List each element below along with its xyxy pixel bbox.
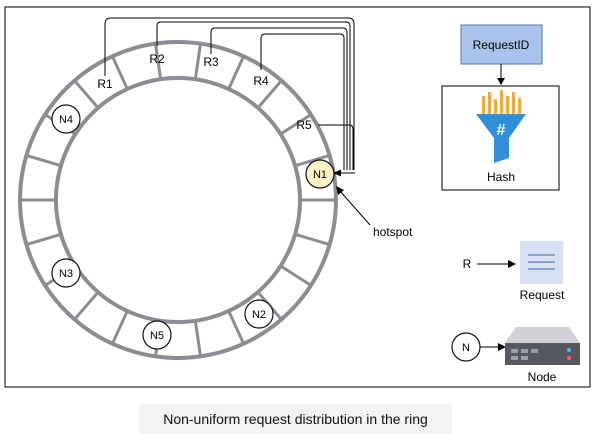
- legend-node-label: Node: [528, 370, 557, 384]
- hash-label: Hash: [487, 170, 515, 184]
- request-label-r3: R3: [203, 55, 219, 69]
- ring-divider: [193, 320, 202, 357]
- ring-divider: [25, 154, 62, 168]
- hash-funnel-icon: #: [476, 90, 526, 163]
- ring-divider: [193, 43, 202, 80]
- ring-divider: [73, 79, 100, 109]
- server-icon: [505, 327, 580, 365]
- legend-request-label: Request: [520, 288, 565, 302]
- ring-divider: [25, 232, 62, 246]
- connector-r2: [156, 21, 351, 170]
- node-label-n3: N3: [59, 268, 73, 280]
- ring-divider: [110, 55, 129, 90]
- connector-arrowhead: [333, 169, 341, 177]
- connector-r3: [210, 27, 348, 170]
- legend-request-arrowhead: [508, 260, 516, 268]
- legend-node-key: N: [462, 342, 470, 354]
- hotspot-label: hotspot: [373, 225, 413, 239]
- ring-divider: [279, 113, 312, 136]
- node-label-n5: N5: [150, 330, 164, 342]
- node-circle: [51, 258, 81, 288]
- node-n3: N3: [51, 258, 81, 288]
- node-circle: [244, 299, 274, 329]
- node-n2: N2: [244, 299, 274, 329]
- node-circle-hot: [305, 159, 335, 189]
- connector-r5: [318, 124, 354, 170]
- ring-divider: [227, 55, 246, 90]
- caption-text: Non-uniform request distribution in the …: [163, 411, 428, 427]
- connector-r1: [104, 17, 355, 170]
- legend-node-arrowhead: [498, 343, 506, 351]
- node-n1: N1: [305, 159, 335, 189]
- request-label-r5: R5: [296, 118, 312, 132]
- hotspot-pointer-line: [339, 190, 371, 226]
- request-id-arrowhead: [497, 78, 505, 85]
- hash-ring: [18, 40, 338, 360]
- ring-divider: [256, 79, 283, 109]
- ring-divider: [73, 291, 100, 321]
- hash-symbol: #: [497, 122, 506, 139]
- request-id-box: [460, 24, 543, 65]
- node-n5: N5: [142, 320, 172, 350]
- request-document-icon: [520, 241, 563, 284]
- node-circle: [142, 320, 172, 350]
- hotspot-arrowhead: [336, 186, 344, 195]
- ring-divider: [279, 264, 312, 287]
- ring-divider: [294, 154, 331, 168]
- request-id-label: RequestID: [473, 38, 530, 52]
- caption: Non-uniform request distribution in the …: [139, 404, 452, 434]
- request-connectors: [104, 17, 355, 174]
- node-label-n2: N2: [252, 309, 266, 321]
- node-label-n1: N1: [313, 169, 327, 181]
- request-label-r2: R2: [149, 52, 165, 66]
- legend-request-key: R: [463, 257, 472, 271]
- node-label-n4: N4: [59, 114, 73, 126]
- diagram-frame: [4, 6, 591, 388]
- ring-divider: [110, 310, 129, 345]
- ring-divider: [227, 310, 246, 345]
- request-label-r1: R1: [97, 77, 113, 91]
- node-n4: N4: [51, 104, 81, 134]
- node-circle: [51, 104, 81, 134]
- request-label-r4: R4: [253, 74, 269, 88]
- connector-r4: [260, 33, 345, 170]
- ring-divider: [154, 43, 163, 80]
- ring-divider: [294, 232, 331, 246]
